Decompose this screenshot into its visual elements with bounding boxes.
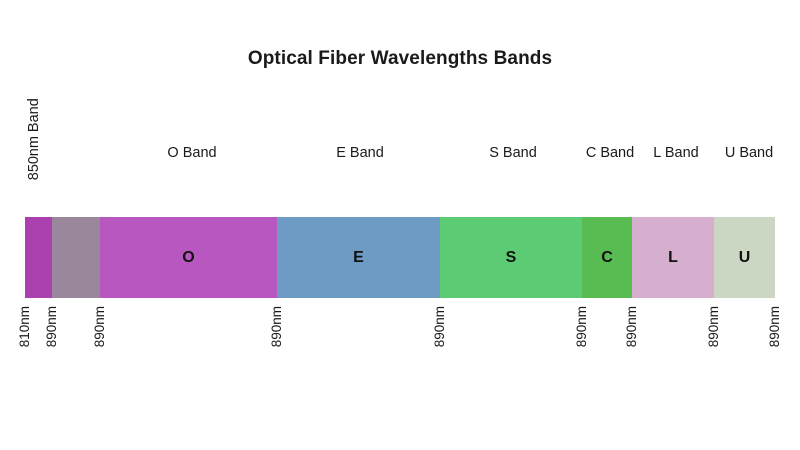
band-segment-s-band: S xyxy=(440,217,582,298)
wavelength-tick-labels: 810nm 890nm 890nm 890nm 890nm 890nm 890nm 890nm… xyxy=(0,306,800,406)
band-segment-letter: S xyxy=(505,248,517,266)
band-segment-c-band: C xyxy=(582,217,632,298)
band-label-o-band: O Band xyxy=(167,145,217,161)
chart-title: Optical Fiber Wavelengths Bands xyxy=(247,48,553,69)
wavelength-tick-label: 810nm xyxy=(17,306,32,348)
band-label-line2: nm Band xyxy=(26,97,42,156)
band-segment-gap xyxy=(52,217,100,298)
band-segment-u-band: U xyxy=(714,217,775,298)
band-segment-850-nm-band xyxy=(25,217,52,298)
band-label-line1: 850 xyxy=(26,155,42,180)
band-segment-letter: O xyxy=(182,248,195,266)
band-segment-letter: U xyxy=(738,248,751,266)
band-segment-letter: L xyxy=(668,248,678,266)
band-label-l-band: L Band xyxy=(653,145,699,161)
wavelength-tick-label: 890nm xyxy=(706,306,721,348)
wavelength-tick-label: 890nm xyxy=(574,306,589,348)
band-name-labels: 850nm Band O Band E Band S Band C Band L Band… xyxy=(0,0,800,210)
wavelength-tick-label: 890nm xyxy=(624,306,639,348)
band-segment-o-band: O xyxy=(100,217,277,298)
band-segment-letter: C xyxy=(601,248,613,266)
wavelength-tick-label: 890nm xyxy=(44,306,59,348)
wavelength-tick-label: 890nm xyxy=(432,306,447,348)
band-segment-l-band: L xyxy=(632,217,714,298)
wavelength-tick-label: 890nm xyxy=(767,306,782,348)
wavelength-tick-label: 890nm xyxy=(92,306,107,348)
band-segment-e-band: E xyxy=(277,217,440,298)
band-segment-letter: E xyxy=(353,248,364,266)
band-label-850-nm-band: 850nm Band xyxy=(26,98,43,180)
band-label-c-band: C Band xyxy=(585,145,635,161)
band-label-e-band: E Band xyxy=(336,145,384,161)
band-label-u-band: U Band xyxy=(724,145,774,161)
wavelength-tick-label: 890nm xyxy=(269,306,284,348)
band-label-s-band: S Band xyxy=(489,145,537,161)
